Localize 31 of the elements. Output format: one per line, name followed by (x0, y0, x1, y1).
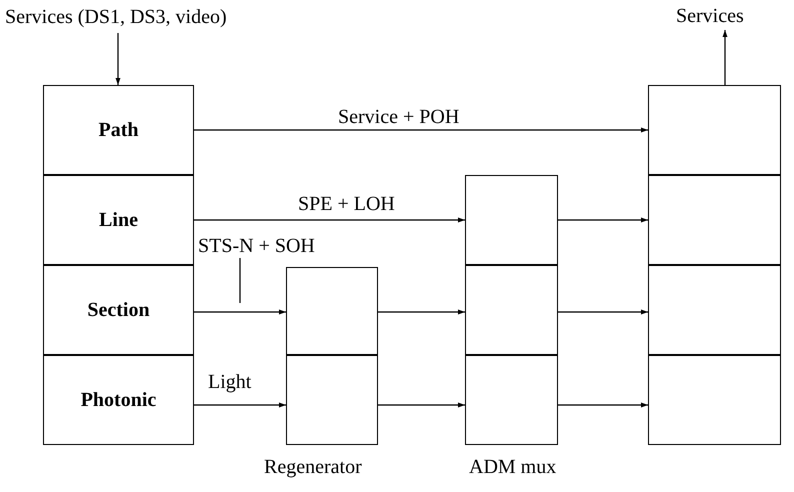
equipment-caption: Regenerator (264, 455, 362, 479)
layer-box: Line (43, 175, 194, 265)
layer-box: Photonic (43, 355, 194, 445)
arrow (194, 402, 286, 408)
arrow (558, 402, 648, 408)
layer-box: Section (43, 265, 194, 355)
signal-label: STS-N + SOH (198, 234, 315, 258)
layer-box (465, 355, 558, 445)
leader-line (239, 258, 241, 303)
layer-box (286, 355, 378, 445)
layer-box (648, 265, 781, 355)
arrow (558, 218, 648, 222)
arrow (722, 30, 728, 85)
layer-box (465, 265, 558, 355)
arrow (558, 310, 648, 314)
arrow (378, 310, 465, 314)
layer-box (648, 85, 781, 175)
layer-box (286, 267, 378, 355)
services-text: Services (DS1, DS3, video) (5, 5, 227, 29)
layer-box: Path (43, 85, 194, 175)
services-text: Services (676, 4, 744, 28)
layer-box (648, 355, 781, 445)
arrow (116, 33, 120, 85)
equipment-caption: ADM mux (469, 455, 556, 479)
arrow (194, 128, 648, 132)
arrow (194, 218, 465, 222)
layer-box (648, 175, 781, 265)
layer-box (465, 175, 558, 265)
arrow (194, 310, 286, 314)
arrow (378, 402, 465, 408)
edge-label: Light (206, 371, 254, 393)
